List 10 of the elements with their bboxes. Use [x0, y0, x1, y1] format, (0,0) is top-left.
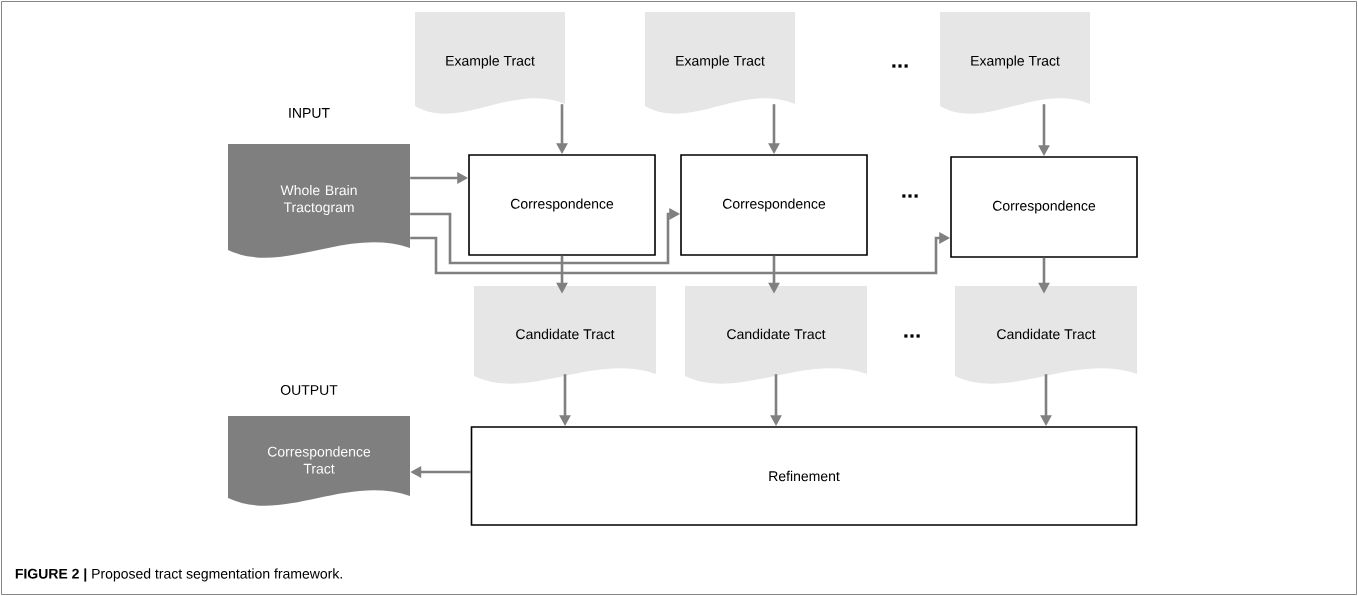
section-label: INPUT [289, 108, 330, 118]
ellipsis-mark: ... [904, 334, 920, 338]
ellipsis-mark: ... [892, 64, 908, 68]
figure-caption: FIGURE 2 | Proposed tract segmentation framework. [15, 568, 342, 582]
process-box: Refinement [470, 426, 1138, 526]
process-box: Correspondence [468, 154, 656, 256]
section-label: OUTPUT [280, 385, 338, 395]
process-box: Correspondence [950, 156, 1138, 258]
ellipsis-mark: ... [902, 194, 918, 198]
process-box: Correspondence [680, 154, 868, 256]
